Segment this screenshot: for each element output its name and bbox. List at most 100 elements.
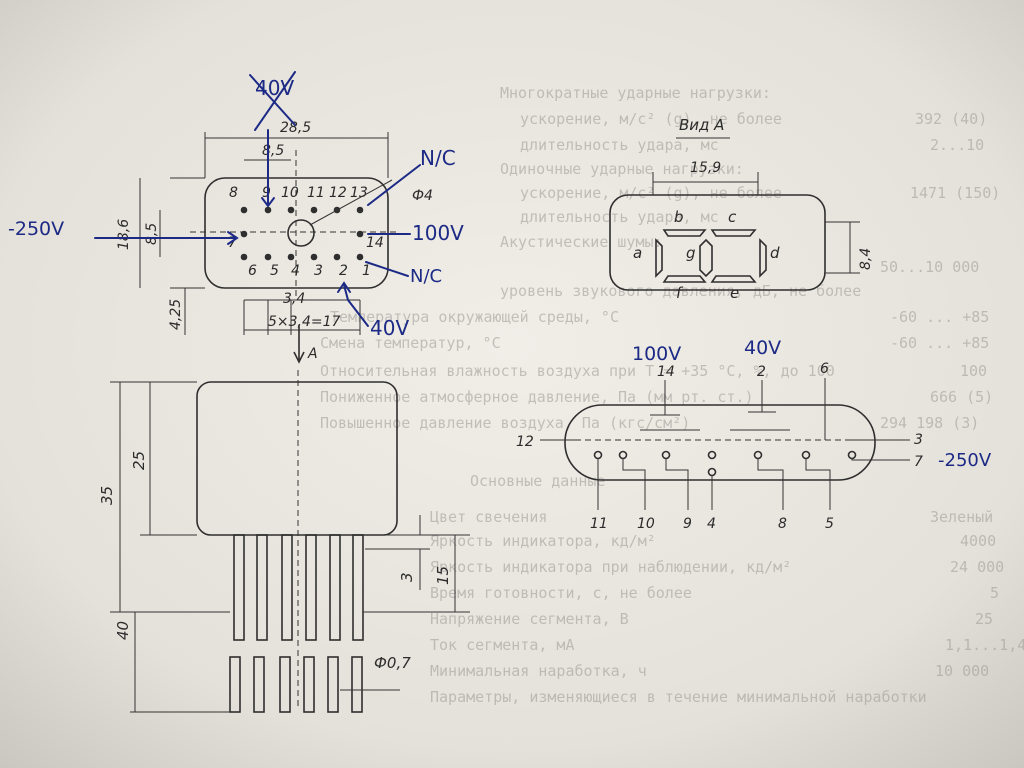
sch-pin-left: 12 [516, 434, 534, 450]
bg-line-11: Пониженное атмосферное давление, Па (мм … [320, 388, 753, 406]
bg-value-10: 4000 [960, 532, 996, 550]
bg-line-8: Температура окружающей среды, °C [330, 308, 619, 326]
schematic: 14 2 6 12 3 7 11 10 9 4 8 5 100V 40V -25… [516, 337, 992, 532]
segment-label-c: c [728, 208, 737, 226]
tube-envelope [564, 404, 876, 481]
hw-250v-left: -250V [8, 218, 64, 240]
bg-value-4: -60 ... +85 [890, 308, 989, 326]
pin-label-top-5: 13 [350, 185, 368, 201]
hw-100v-front: 100V [412, 221, 464, 245]
dim-height: 18,6 [116, 219, 132, 250]
sch-pin-right-0: 3 [914, 432, 923, 448]
pin-label-bot-3: 3 [314, 263, 323, 279]
segment-label-a: a [633, 244, 642, 262]
pin-holes [240, 206, 364, 261]
pin-label-bot-5: 1 [362, 263, 371, 279]
schematic-leads [597, 458, 910, 510]
bg-line-9: Смена температур, °C [320, 334, 501, 352]
bg-line-18: Напряжение сегмента, В [430, 610, 629, 628]
bg-value-2: 1471 (150) [910, 184, 1000, 202]
bg-value-13: 25 [975, 610, 993, 628]
center-hole [287, 219, 315, 247]
dim-total: 35 [98, 486, 116, 505]
side-body [196, 381, 398, 536]
bg-line-1: ускорение, м/с² (g), не более [520, 110, 782, 128]
pin-label-top-4: 12 [329, 185, 347, 201]
sch-pin-right-1: 7 [914, 454, 923, 470]
dim-bottom: 4,25 [168, 299, 184, 330]
bg-line-21: Параметры, изменяющиеся в течение минима… [430, 688, 927, 706]
segment-label-d: d [770, 244, 780, 262]
bg-value-3: 50...10 000 [880, 258, 979, 276]
bg-value-15: 10 000 [935, 662, 989, 680]
bg-line-2: длительность удара, мс [520, 136, 719, 154]
bg-value-1: 2...10 [930, 136, 984, 154]
bg-value-6: 100 [960, 362, 987, 380]
front-pin-labels: 8 9 10 11 12 13 7 14 6 5 4 3 2 1 [228, 185, 384, 279]
bg-line-15: Яркость индикатора, кд/м² [430, 532, 656, 550]
pin-label-bot-2: 4 [291, 263, 300, 279]
bg-line-17: Время готовности, с, не более [430, 584, 692, 602]
side-leads [229, 534, 364, 713]
bg-value-9: Зеленый [930, 508, 993, 526]
sch-pin-bot-1: 10 [637, 516, 655, 532]
pin-label-bot-1: 5 [270, 263, 279, 279]
bg-line-0: Многократные ударные нагрузки: [500, 84, 771, 102]
hw-nc-bottom: N/C [410, 266, 442, 287]
dim-hole: Ф4 [412, 188, 433, 204]
bg-line-16: Яркость индикатора при наблюдении, кд/м² [430, 558, 791, 576]
dim-side: 8,5 [144, 223, 160, 245]
dim-gap: 3 [398, 572, 416, 582]
background-text: Многократные ударные нагрузки: ускорение… [320, 84, 1024, 706]
bg-value-8: 294 198 (3) [880, 414, 979, 432]
bg-value-0: 392 (40) [915, 110, 987, 128]
pin-label-top-3: 11 [307, 185, 325, 201]
dim-width: 28,5 [280, 120, 311, 136]
bg-line-10: Относительная влажность воздуха при T = … [320, 362, 835, 380]
dim-top: 8,5 [262, 143, 284, 159]
display-window [609, 194, 826, 291]
bg-line-19: Ток сегмента, мА [430, 636, 575, 654]
view-arrow-a: A [293, 325, 318, 364]
dim-lead: 15 [434, 566, 452, 585]
segment-label-g: g [686, 244, 696, 262]
side-view: 35 25 40 15 3 Ф0,7 [98, 370, 470, 713]
sch-pin-top-2: 6 [820, 361, 829, 377]
bg-line-12: Повышенное давление воздуха, Па (кгс/см²… [320, 414, 690, 432]
sch-pin-top-0: 14 [657, 364, 675, 380]
hw-100v-schematic: 100V [632, 343, 681, 365]
hw-250v-right: -250V [938, 450, 992, 471]
bg-value-5: -60 ... +85 [890, 334, 989, 352]
pin-label-bot-0: 6 [248, 263, 257, 279]
sch-pin-bot-2: 9 [683, 516, 692, 532]
hw-40v-front: 40V [370, 316, 409, 340]
bg-line-3: Одиночные ударные нагрузки: [500, 160, 744, 178]
pin-label-top-0: 8 [229, 185, 238, 201]
bg-line-6: Акустические шумы: [500, 233, 663, 251]
sch-pin-top-1: 2 [757, 364, 766, 380]
dim-body: 25 [130, 451, 148, 470]
pin-label-top-1: 9 [262, 185, 271, 201]
pin-label-top-2: 10 [281, 185, 299, 201]
bg-value-7: 666 (5) [930, 388, 993, 406]
bg-line-14: Цвет свечения [430, 508, 547, 526]
dim-pitch: 3,4 [283, 291, 305, 307]
sch-pin-bot-0: 11 [590, 516, 608, 532]
sch-pin-bot-5: 5 [825, 516, 834, 532]
pin-label-bot-4: 2 [339, 263, 348, 279]
pin-label-mid-0: 7 [228, 235, 237, 251]
segment-label-b: b [674, 208, 684, 226]
bg-line-13: Основные данные [470, 472, 605, 490]
view-a-title: Вид А [679, 116, 724, 134]
bg-value-14: 1,1...1,4 [945, 636, 1024, 654]
bg-value-12: 5 [990, 584, 999, 602]
sch-pin-bot-4: 8 [778, 516, 787, 532]
segment-label-f: f [676, 284, 684, 302]
side-dimensions [110, 381, 470, 713]
arrow-a-label: A [307, 346, 318, 362]
view-a-dim-width: 15,9 [690, 160, 721, 176]
view-a-dim-height: 8,4 [858, 248, 874, 270]
bg-line-5: длительность удара, мс [520, 208, 719, 226]
